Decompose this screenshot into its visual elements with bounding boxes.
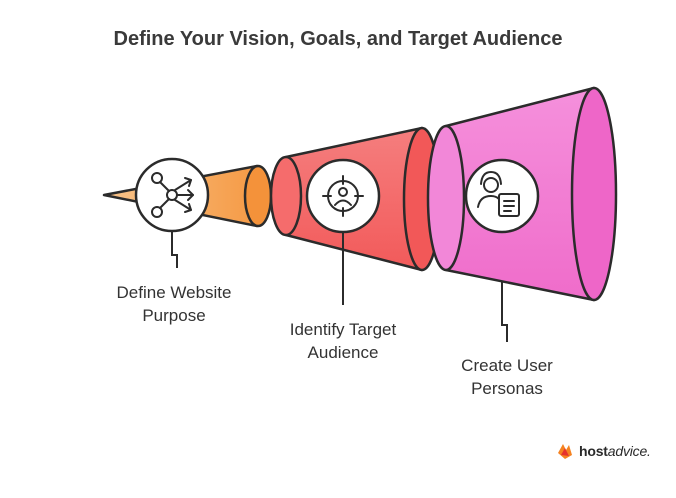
step-label-define-website-purpose: Define Website Purpose [116, 283, 232, 325]
branching-arrows-icon [134, 157, 210, 233]
brand-name: hostadvice. [579, 443, 651, 459]
target-person-icon [305, 158, 381, 234]
step-label-create-user-personas: Create User Personas [461, 356, 553, 398]
brand-logo: hostadvice. [553, 440, 651, 462]
step-label-identify-target-audience: Identify Target Audience [289, 320, 397, 362]
page-title: Define Your Vision, Goals, and Target Au… [113, 28, 563, 50]
connector-1 [171, 232, 178, 268]
hostadvice-logo-icon [558, 444, 572, 459]
connector-3 [501, 282, 508, 342]
connector-lines [171, 232, 508, 342]
persona-card-icon [464, 158, 540, 234]
